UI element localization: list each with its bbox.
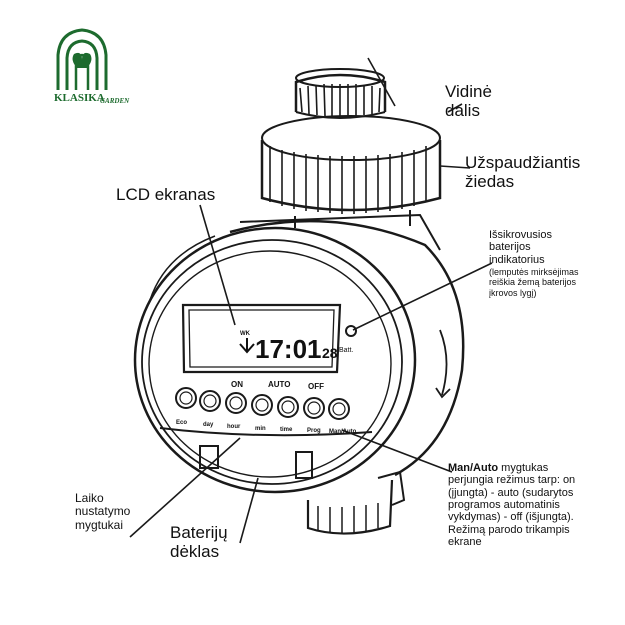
lcd-marker: WK [240,331,251,337]
mode-label-auto: AUTO [268,380,291,389]
callout-time-buttons: Laiko nustatymo mygtukai [75,491,131,532]
lcd-day: 28 [322,345,338,361]
callout-battery-indicator-note: (lemputės mirksėjimas reiškia žemą bater… [489,267,579,298]
button-label-eco: Eco [176,420,187,426]
batt-label: Batt. [339,347,353,354]
mode-label-off: OFF [308,382,324,391]
callout-lcd-screen: LCD ekranas [116,185,216,204]
callout-battery-indicator: Išsikrovusios baterijos indikatorius [489,229,552,266]
button-label-hour: hour [227,424,241,430]
logo-sub: GARDEN [100,97,130,105]
lcd-time: 17:01 [255,334,322,364]
callout-man-auto: Man/Auto mygtukas perjungia režimus tarp… [448,462,576,548]
callout-battery-compartment: Baterijų dėklas [170,523,228,562]
button-label-man-auto: Man/Auto [329,429,357,435]
man-auto-bold: Man/Auto [448,462,499,474]
button-label-day: day [203,422,214,428]
callout-clamp-ring: Užspaudžiantis žiedas [465,153,581,192]
callout-inner-part: Vidinė dalis [445,82,492,121]
logo-brand: KLASIKA [54,92,105,104]
button-label-prog: Prog [307,428,321,434]
button-label-min: min [255,426,266,432]
button-label-time: time [280,427,293,433]
mode-label-on: ON [231,380,243,389]
